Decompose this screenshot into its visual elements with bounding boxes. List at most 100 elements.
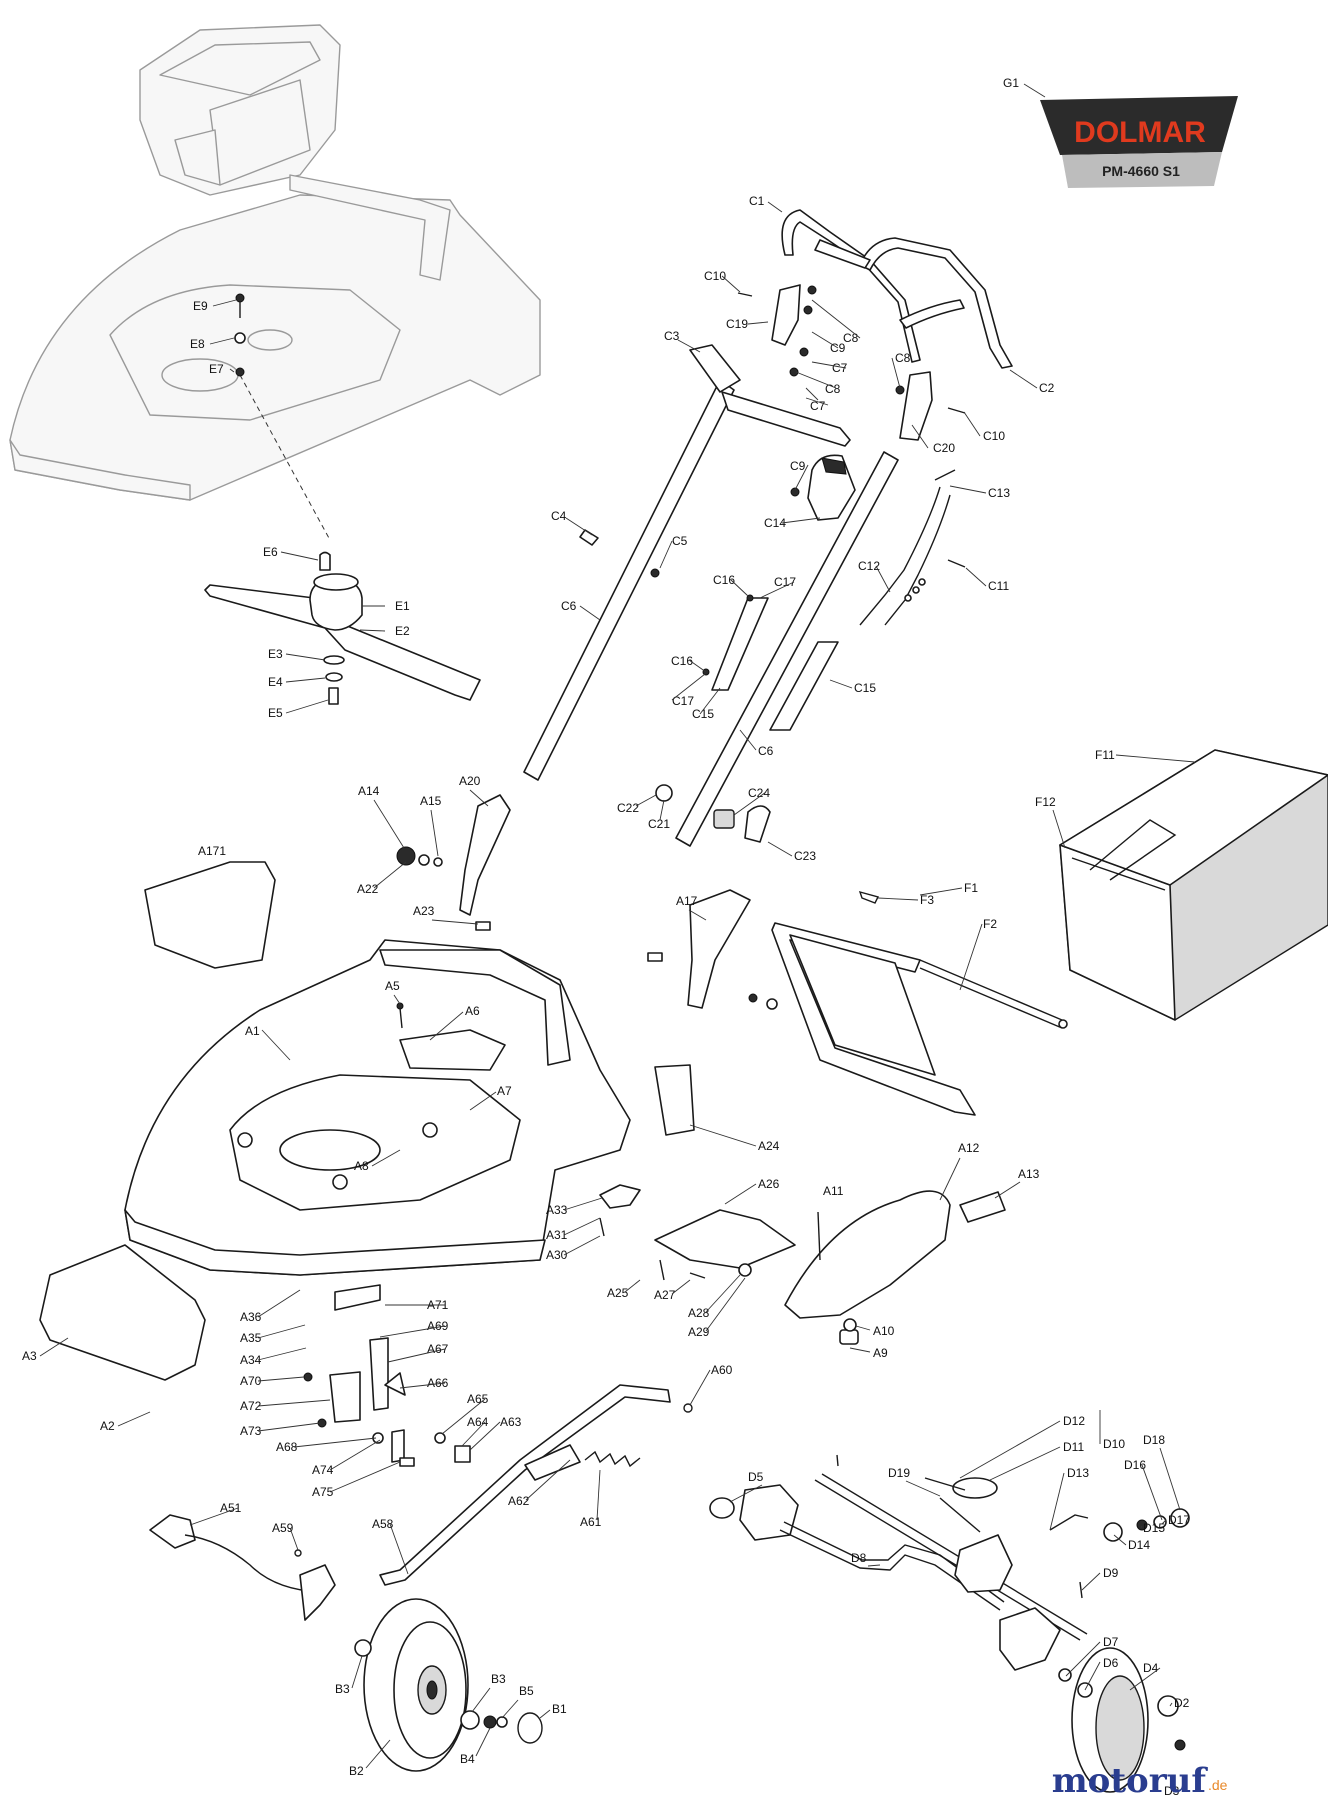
label-D4: D4 [1143, 1661, 1159, 1675]
control-box [790, 454, 856, 521]
rear-flap-parts [599, 1184, 1006, 1345]
label-D11: D11 [1063, 1440, 1084, 1454]
label-C9b: C9 [790, 459, 806, 473]
label-A17: A17 [676, 894, 698, 908]
label-C6a: C6 [561, 599, 577, 613]
label-D7: D7 [1103, 1635, 1119, 1649]
label-C3: C3 [664, 329, 680, 343]
blade-assembly [204, 551, 481, 705]
label-C14: C14 [764, 516, 786, 530]
label-F11: F11 [1095, 748, 1115, 762]
label-D13: D13 [1067, 1466, 1089, 1480]
label-A60: A60 [711, 1363, 733, 1377]
label-C17a: C17 [774, 575, 796, 589]
label-A69: A69 [427, 1319, 449, 1333]
label-A29: A29 [688, 1325, 710, 1339]
logo-brand-text: DOLMAR [1074, 116, 1206, 149]
side-brackets [396, 794, 778, 1010]
label-D16: D16 [1124, 1458, 1146, 1472]
label-C10a: C10 [704, 269, 726, 283]
label-C24: C24 [748, 786, 770, 800]
label-B2: B2 [349, 1764, 364, 1778]
label-A27: A27 [654, 1288, 676, 1302]
lower-handle [523, 344, 899, 847]
label-C2: C2 [1039, 381, 1055, 395]
label-A75: A75 [312, 1485, 334, 1499]
label-E4: E4 [268, 675, 283, 689]
part-labels: G1 C1 C2 C3 C4 C5 C6 C6 C7 C7 C8 C8 C8 C… [22, 76, 1190, 1798]
label-C10b: C10 [983, 429, 1005, 443]
label-F1: F1 [964, 881, 978, 895]
label-A22: A22 [357, 882, 379, 896]
watermark-main: motoruf [1052, 1761, 1209, 1800]
dolmar-logo: DOLMAR PM-4660 S1 [1040, 96, 1238, 188]
front-wheel [354, 1598, 543, 1772]
label-A26: A26 [758, 1177, 780, 1191]
label-A67: A67 [427, 1342, 449, 1356]
blade-axis-dashed [239, 374, 331, 541]
label-A24: A24 [758, 1139, 780, 1153]
label-D8: D8 [851, 1551, 867, 1565]
label-A62: A62 [508, 1494, 530, 1508]
label-D2: D2 [1174, 1696, 1190, 1710]
label-F12: F12 [1035, 795, 1056, 809]
label-C20: C20 [933, 441, 955, 455]
label-C17b: C17 [672, 694, 694, 708]
label-F3: F3 [920, 893, 934, 907]
label-B4: B4 [460, 1752, 475, 1766]
label-A6: A6 [465, 1004, 480, 1018]
label-A66: A66 [427, 1376, 449, 1390]
label-A36: A36 [240, 1310, 262, 1324]
catcher-frame [654, 890, 1068, 1136]
label-A64: A64 [467, 1415, 489, 1429]
label-A25: A25 [607, 1286, 629, 1300]
main-deck [124, 939, 631, 1276]
label-D19: D19 [888, 1466, 910, 1480]
mulch-flap [654, 1064, 695, 1136]
label-C21: C21 [648, 817, 670, 831]
front-axle-rod [149, 1514, 336, 1621]
engine-ghost [139, 24, 341, 196]
label-D6: D6 [1103, 1656, 1119, 1670]
label-D15: D15 [1143, 1521, 1165, 1535]
motoruf-watermark: motoruf .de [1052, 1761, 1228, 1800]
label-A31: A31 [546, 1228, 568, 1242]
rear-lift-lever [379, 1384, 693, 1586]
label-E1: E1 [395, 599, 410, 613]
label-C5: C5 [672, 534, 688, 548]
label-A3: A3 [22, 1349, 37, 1363]
label-C8a: C8 [843, 331, 859, 345]
label-A9: A9 [873, 1346, 888, 1360]
label-C16b: C16 [671, 654, 693, 668]
label-A23: A23 [413, 904, 435, 918]
grass-catcher [1059, 749, 1328, 1021]
label-C19: C19 [726, 317, 748, 331]
upper-handle [771, 209, 1013, 441]
rear-wheel [1058, 1647, 1186, 1793]
label-C22: C22 [617, 801, 639, 815]
label-A2: A2 [100, 1419, 115, 1433]
logo-model-text: PM-4660 S1 [1102, 163, 1180, 179]
label-D12: D12 [1063, 1414, 1085, 1428]
label-A12: A12 [958, 1141, 980, 1155]
label-E6: E6 [263, 545, 278, 559]
label-B3a: B3 [335, 1682, 350, 1696]
label-D5: D5 [748, 1470, 764, 1484]
label-C7b: C7 [810, 399, 826, 413]
label-B1: B1 [552, 1702, 567, 1716]
label-E7: E7 [209, 362, 224, 376]
side-cover [144, 861, 276, 969]
label-E2: E2 [395, 624, 410, 638]
label-A35: A35 [240, 1331, 262, 1345]
label-B5: B5 [519, 1684, 534, 1698]
label-C11: C11 [988, 579, 1009, 593]
label-D10: D10 [1103, 1437, 1125, 1451]
label-E9: E9 [193, 299, 208, 313]
label-C7a: C7 [832, 361, 848, 375]
label-D18: D18 [1143, 1433, 1165, 1447]
label-E5: E5 [268, 706, 283, 720]
label-A7: A7 [497, 1084, 512, 1098]
height-lever-knob [655, 784, 771, 843]
label-C23: C23 [794, 849, 816, 863]
